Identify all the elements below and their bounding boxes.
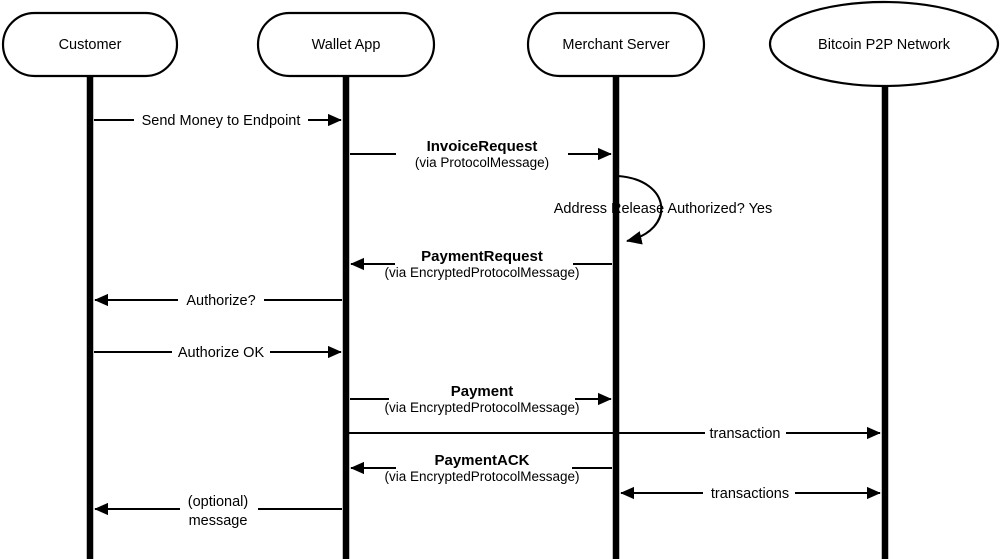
message-payment-sublabel: (via EncryptedProtocolMessage) bbox=[384, 400, 579, 415]
message-payment-ack-label: PaymentACK bbox=[434, 452, 529, 469]
message-address-release[interactable]: Address Release Authorized? Yes bbox=[554, 174, 772, 245]
message-invoice-request-label: InvoiceRequest bbox=[427, 138, 538, 155]
message-authorize-ok[interactable]: Authorize OK bbox=[94, 345, 342, 361]
message-authorize-ok-label: Authorize OK bbox=[178, 345, 265, 361]
actor-customer[interactable]: Customer bbox=[1, 11, 179, 78]
message-payment-request[interactable]: PaymentRequest (via EncryptedProtocolMes… bbox=[350, 248, 612, 280]
message-transaction[interactable]: transaction bbox=[349, 426, 881, 442]
actor-network[interactable]: Bitcoin P2P Network bbox=[768, 0, 1000, 88]
actor-wallet[interactable]: Wallet App bbox=[256, 11, 436, 78]
message-payment-request-sublabel: (via EncryptedProtocolMessage) bbox=[384, 265, 579, 280]
message-optional-label: (optional) bbox=[188, 494, 248, 510]
message-transactions-label: transactions bbox=[711, 486, 789, 502]
message-optional[interactable]: (optional) message bbox=[94, 494, 342, 529]
message-payment[interactable]: Payment (via EncryptedProtocolMessage) bbox=[350, 383, 612, 415]
message-authorize-question-label: Authorize? bbox=[186, 293, 255, 309]
actor-network-label: Bitcoin P2P Network bbox=[818, 37, 951, 53]
message-payment-ack-sublabel: (via EncryptedProtocolMessage) bbox=[384, 469, 579, 484]
message-transaction-label: transaction bbox=[710, 426, 781, 442]
message-address-release-label: Address Release Authorized? Yes bbox=[554, 201, 772, 217]
message-send-money-label: Send Money to Endpoint bbox=[142, 113, 301, 129]
message-invoice-request[interactable]: InvoiceRequest (via ProtocolMessage) bbox=[350, 138, 612, 170]
message-payment-label: Payment bbox=[451, 383, 514, 400]
message-send-money[interactable]: Send Money to Endpoint bbox=[94, 113, 342, 129]
message-optional-sublabel: message bbox=[189, 513, 248, 529]
message-invoice-request-sublabel: (via ProtocolMessage) bbox=[415, 155, 549, 170]
message-payment-request-label: PaymentRequest bbox=[421, 248, 543, 265]
message-payment-ack[interactable]: PaymentACK (via EncryptedProtocolMessage… bbox=[350, 452, 612, 484]
message-transactions[interactable]: transactions bbox=[620, 486, 881, 502]
actor-wallet-label: Wallet App bbox=[312, 37, 381, 53]
message-authorize-question[interactable]: Authorize? bbox=[94, 293, 342, 309]
actor-merchant-label: Merchant Server bbox=[562, 37, 669, 53]
actor-merchant[interactable]: Merchant Server bbox=[526, 11, 706, 78]
actor-customer-label: Customer bbox=[59, 37, 122, 53]
message-address-release-curve bbox=[617, 174, 663, 245]
